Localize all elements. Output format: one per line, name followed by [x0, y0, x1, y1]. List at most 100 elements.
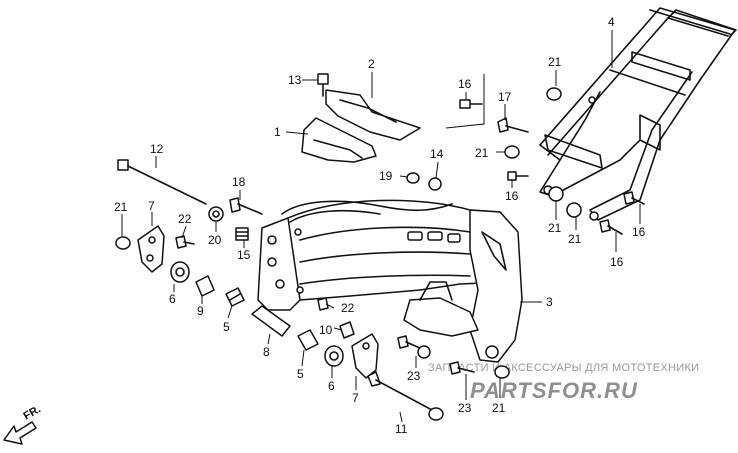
bolt-12-head: [117, 159, 129, 171]
nut-21-lower: [494, 365, 510, 379]
frame-spar-edge: [299, 226, 471, 241]
mount-6-lower-hole: [329, 351, 339, 361]
nut-19: [406, 172, 420, 184]
mount-6-lower: [324, 345, 344, 367]
leader-22-left: [181, 225, 187, 239]
subframe-rear-cap: [667, 9, 737, 37]
bolt-17-shank: [505, 125, 529, 133]
callout-22-left: 22: [178, 212, 192, 226]
bolt-22-left-shank: [183, 241, 195, 245]
callout-16-mid: 16: [505, 189, 519, 203]
callout-15: 15: [237, 248, 251, 262]
subframe-bracket: [639, 114, 661, 151]
plate-lower-rib: [313, 139, 363, 159]
callout-18: 18: [232, 175, 246, 189]
callout-21-right-2: 21: [568, 232, 582, 246]
frame-spar-edge-lower: [299, 251, 471, 263]
main-frame: [257, 199, 523, 363]
frame-upper-loop-inner: [289, 209, 381, 223]
bolt-23-upper-shank: [405, 341, 421, 349]
rear-subframe: [539, 7, 737, 221]
nut-21-upper: [504, 145, 520, 159]
plate-lower: [301, 117, 377, 163]
frame-spar-edge-bottom: [299, 274, 471, 285]
subframe-cross-top: [649, 9, 731, 35]
callout-21-upper: 21: [475, 146, 489, 160]
bolt-11-shank: [375, 379, 433, 411]
bolt-16-right-1-head: [623, 191, 635, 205]
frame-cutout-2: [427, 231, 443, 241]
bolt-23-lower-shank: [457, 367, 475, 373]
bolt-23-upper-head: [397, 335, 409, 349]
callout-11: 11: [395, 422, 408, 436]
callout-14: 14: [430, 147, 444, 161]
mount-6-left-hole: [175, 267, 185, 277]
leader-1: [285, 131, 309, 135]
bracket-7-left-hole-1: [148, 236, 156, 244]
mount-6-left: [170, 261, 190, 283]
callout-21-left: 21: [114, 200, 128, 214]
front-direction-indicator: FR.: [3, 403, 43, 445]
nut-23-upper: [417, 345, 431, 359]
frame-headstock-hole-3: [275, 279, 285, 289]
bracket-7-lower: [351, 333, 379, 379]
leader-14: [435, 161, 439, 179]
plate-upper-rib: [339, 99, 397, 123]
callout-5-lower: 5: [297, 367, 304, 381]
callout-12: 12: [150, 142, 164, 156]
collar-20-hole: [212, 210, 220, 218]
bracket-7-left-hole-2: [146, 254, 154, 262]
bracket-7-left: [137, 225, 165, 273]
callout-22-lower: 22: [341, 301, 355, 315]
leader-16-bracket: [445, 74, 485, 129]
watermark-logo: PARTSFOR.RU: [470, 378, 638, 403]
callout-7-left: 7: [148, 199, 155, 213]
callout-23-lower: 23: [458, 401, 472, 415]
frame-cutout-1: [407, 231, 423, 241]
callout-9: 9: [197, 304, 204, 318]
watermark-caption: ЗАПЧАСТИ И АКСЕССУАРЫ ДЛЯ МОТОТЕХНИКИ: [428, 362, 699, 374]
frame-pivot-hole: [485, 345, 499, 359]
bolt-16-upper-head: [459, 99, 471, 109]
nut-21-left: [115, 236, 131, 250]
callout-6-lower: 6: [328, 379, 335, 393]
nut-11: [428, 407, 444, 421]
subframe-front-plate: [544, 134, 603, 169]
frame-cutout-3: [447, 233, 461, 243]
plate-assembly: [301, 89, 421, 163]
callout-numbers: 1 2 3 4 5 5 6 6 7 7 8 9 10 11 12 13 14 1…: [114, 15, 646, 436]
callout-17: 17: [498, 90, 512, 104]
callout-21-lower: 21: [492, 401, 506, 415]
nut-21-right-2: [566, 202, 582, 218]
frame-lower-bracket-ear: [419, 281, 453, 301]
bolt-18-head: [229, 197, 241, 213]
callout-13: 13: [288, 73, 302, 87]
frame-headstock-hole-1: [267, 235, 277, 245]
callout-23-upper: 23: [407, 369, 421, 383]
adjuster-5-lower: [297, 329, 319, 351]
callout-21-right-1: 21: [548, 221, 562, 235]
callout-19: 19: [379, 169, 393, 183]
callout-20: 20: [208, 233, 222, 247]
collar-20: [208, 206, 224, 222]
leader-5-lower: [301, 349, 305, 367]
collar-10: [339, 321, 355, 339]
bolt-16-right-2-shank: [607, 225, 623, 235]
bolt-13-head: [317, 73, 329, 85]
frame-pivot-plate: [469, 209, 523, 363]
frame-upper-loop: [281, 200, 453, 215]
collar-8: [251, 305, 291, 337]
leader-10: [333, 327, 343, 331]
callout-7-lower: 7: [352, 391, 359, 405]
bolt-16-mid-head: [507, 171, 517, 181]
frame-pivot-cutout: [481, 231, 507, 271]
subframe-cross-plate: [631, 51, 691, 81]
bolt-16-right-1-shank: [631, 197, 645, 205]
callout-10: 10: [319, 323, 333, 337]
bolt-18-shank: [237, 203, 263, 215]
nut-21-top: [546, 87, 562, 101]
subframe-top-rail: [539, 7, 736, 146]
bush-15-thread: [235, 231, 249, 237]
bolt-22-lower-head: [317, 297, 329, 311]
leader-5-upper: [227, 305, 233, 319]
